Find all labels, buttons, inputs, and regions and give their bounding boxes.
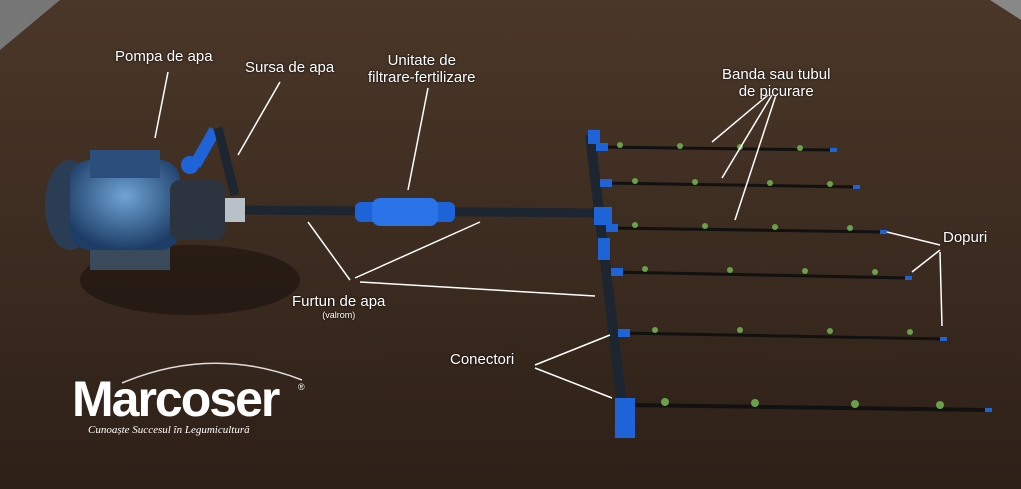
end-plugs <box>830 148 992 412</box>
annotation-arrows <box>154 71 943 399</box>
manifold-pipe <box>585 134 630 431</box>
logo-registered: ® <box>298 382 305 392</box>
label-pump: Pompa de apa <box>115 48 213 65</box>
filter-fertilizer-unit <box>355 198 455 226</box>
label-water-source: Sursa de apa <box>245 59 335 76</box>
background-sky-corner <box>0 0 60 50</box>
logo-arc <box>121 362 303 384</box>
label-tape-line1: Banda sau tubul <box>722 66 831 83</box>
label-hose: Furtun de apa (valrom) <box>292 293 385 320</box>
water-source-pipe <box>181 126 240 197</box>
label-connectors: Conectori <box>450 351 515 368</box>
label-filter-unit: Unitate de filtrare-fertilizare <box>368 52 476 86</box>
logo-tagline: Cunoaște Succesul în Legumicultură <box>88 424 250 436</box>
label-filter-line1: Unitate de <box>387 52 456 69</box>
label-plugs: Dopuri <box>943 229 988 246</box>
plants <box>617 142 944 409</box>
marcoser-logo: Marcoser ® Cunoaște Succesul în Legumicu… <box>72 360 312 440</box>
connectors <box>588 130 635 438</box>
label-hose-main: Furtun de apa <box>292 293 386 310</box>
label-tape-line2: de picurare <box>738 83 814 100</box>
drip-lines <box>595 145 991 412</box>
water-pump <box>45 150 245 270</box>
logo-wordmark: Marcoser <box>72 371 280 427</box>
label-drip-tape: Banda sau tubul de picurare <box>722 66 830 100</box>
label-filter-line2: filtrare-fertilizare <box>368 69 476 86</box>
label-hose-sub: (valrom) <box>322 310 356 320</box>
